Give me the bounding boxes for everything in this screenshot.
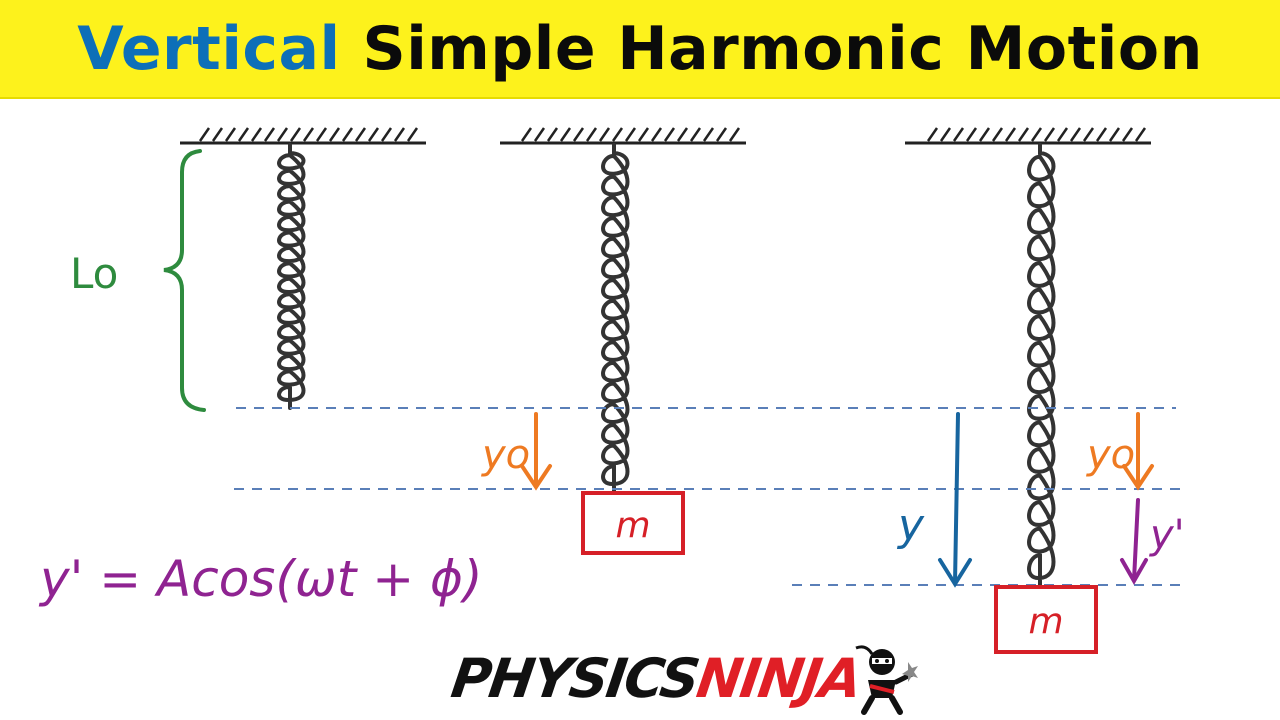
ceiling-2: [500, 127, 746, 145]
title-rest: Simple Harmonic Motion: [362, 13, 1203, 84]
spring-equilibrium: [601, 143, 630, 494]
natural-length-brace: [163, 149, 206, 412]
mass-box-equilibrium: [581, 491, 685, 555]
ceiling-3: [905, 127, 1151, 145]
total-displacement-label: y: [896, 500, 925, 551]
physics-ninja-logo: PHYSICS NINJA: [447, 642, 865, 714]
static-stretch-label-1: yo: [481, 432, 530, 478]
natural-length-label: Lo: [70, 249, 118, 298]
logo-text-physics: PHYSICS: [447, 646, 702, 710]
spring-diagram: Lo m m yo yo y y' y' = Acos(ωt + ϕ): [38, 127, 1185, 654]
title-word-vertical: Vertical: [77, 13, 341, 84]
static-stretch-arrow-1: [520, 412, 552, 491]
oscillation-arrow: [1120, 498, 1148, 586]
spring-displaced: [1027, 143, 1056, 588]
mass-label-equilibrium: m: [615, 505, 650, 546]
spring-unstretched: [277, 143, 306, 410]
logo-text-ninja: NINJA: [693, 646, 865, 710]
total-displacement-arrow: [938, 412, 972, 588]
mass-box-displaced: [994, 585, 1098, 654]
title-banner: Vertical Simple Harmonic Motion: [0, 0, 1280, 99]
shm-equation: y' = Acos(ωt + ϕ): [38, 550, 483, 608]
oscillation-label: y': [1149, 512, 1185, 558]
ninja-mascot-icon: [855, 645, 918, 715]
static-stretch-arrow-2: [1122, 412, 1154, 491]
mass-label-displaced: m: [1028, 601, 1063, 642]
ceiling-1: [180, 127, 426, 145]
